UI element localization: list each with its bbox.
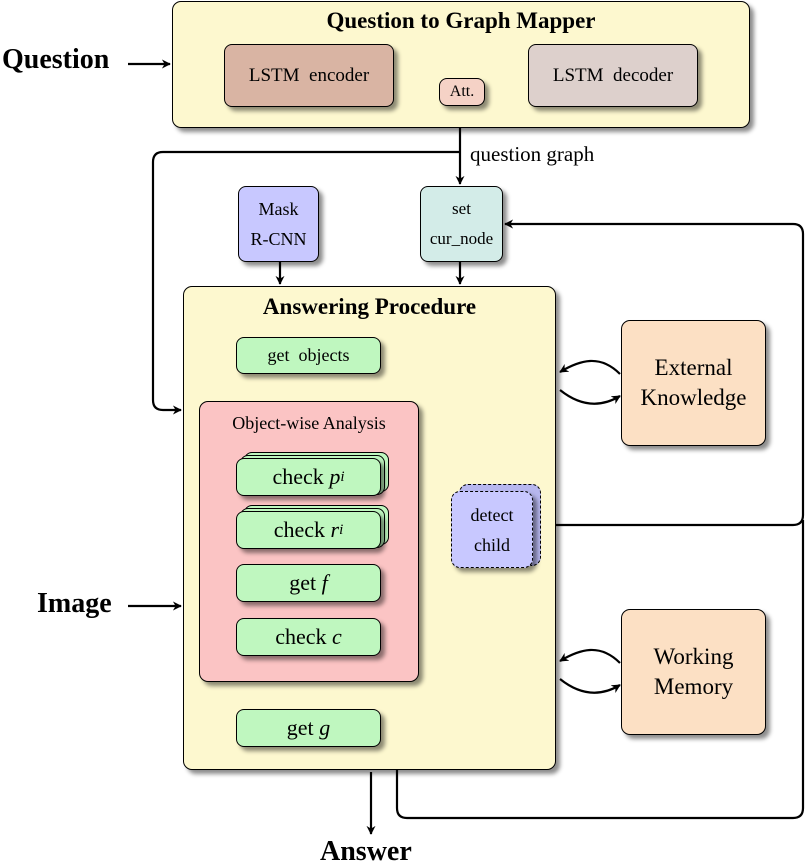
external-knowledge-line2: Knowledge bbox=[640, 385, 747, 410]
get-g-box: get g bbox=[236, 709, 381, 747]
mapper-title: Question to Graph Mapper bbox=[326, 8, 596, 33]
set-cur-node-line1: set bbox=[452, 199, 471, 218]
knowledge-to-answering-arrow bbox=[559, 359, 621, 375]
lstm-decoder-label: LSTM decoder bbox=[552, 64, 674, 86]
check-p-label: check bbox=[272, 464, 324, 489]
get-objects-box: get objects bbox=[236, 337, 381, 374]
get-g-label: get bbox=[286, 715, 314, 740]
question-graph-to-answering-arrow bbox=[151, 150, 460, 415]
working-memory-line1: Working bbox=[653, 644, 734, 669]
detect-child-loop-arrow bbox=[504, 219, 805, 527]
object-wise-analysis-title: Object-wise Analysis bbox=[232, 413, 386, 433]
answer-output-label: Answer bbox=[320, 836, 412, 867]
check-r-subscript: i bbox=[339, 521, 344, 538]
lstm-decoder-box: LSTM decoder bbox=[528, 44, 698, 107]
check-c-label: check bbox=[275, 624, 327, 649]
working-memory-line2: Memory bbox=[653, 674, 734, 699]
attention-label: Att. bbox=[449, 83, 475, 100]
mask-rcnn-line2: R-CNN bbox=[250, 229, 307, 249]
image-input-label: Image bbox=[37, 588, 112, 619]
get-f-box: get f bbox=[236, 564, 381, 602]
question-input-label: Question bbox=[2, 44, 110, 75]
get-f-variable: f bbox=[321, 570, 328, 595]
lstm-encoder-box: LSTM encoder bbox=[224, 44, 394, 107]
lstm-encoder-label: LSTM encoder bbox=[248, 64, 370, 86]
check-r-label: check bbox=[273, 517, 326, 542]
external-knowledge-line1: External bbox=[654, 355, 733, 380]
external-knowledge-box: External Knowledge bbox=[621, 320, 766, 446]
get-objects-label: get objects bbox=[267, 345, 350, 365]
detect-child-line2: child bbox=[474, 534, 510, 555]
mask-rcnn-line1: Mask bbox=[258, 199, 299, 219]
detect-child-box: detect child bbox=[451, 491, 533, 568]
bottom-loop-arrow bbox=[395, 520, 805, 820]
check-p-variable: p bbox=[329, 464, 341, 489]
set-cur-node-line2: cur_node bbox=[429, 229, 494, 248]
check-r-variable: r bbox=[330, 517, 340, 542]
question-graph-label: question graph bbox=[470, 142, 595, 166]
attention-box: Att. bbox=[439, 78, 485, 106]
get-f-label: get bbox=[289, 570, 317, 595]
set-cur-node-box: set cur_node bbox=[420, 186, 503, 262]
check-c-box: check c bbox=[236, 618, 381, 656]
answering-to-memory-arrow bbox=[559, 678, 621, 694]
answering-procedure-title: Answering Procedure bbox=[262, 294, 477, 319]
memory-to-answering-arrow bbox=[559, 648, 621, 664]
working-memory-box: Working Memory bbox=[621, 609, 766, 735]
check-c-variable: c bbox=[332, 624, 342, 649]
detect-child-line1: detect bbox=[470, 504, 514, 525]
answering-to-knowledge-arrow bbox=[559, 389, 621, 405]
mask-rcnn-box: Mask R-CNN bbox=[238, 186, 319, 262]
get-g-variable: g bbox=[319, 715, 331, 740]
check-p-subscript: i bbox=[340, 468, 345, 485]
